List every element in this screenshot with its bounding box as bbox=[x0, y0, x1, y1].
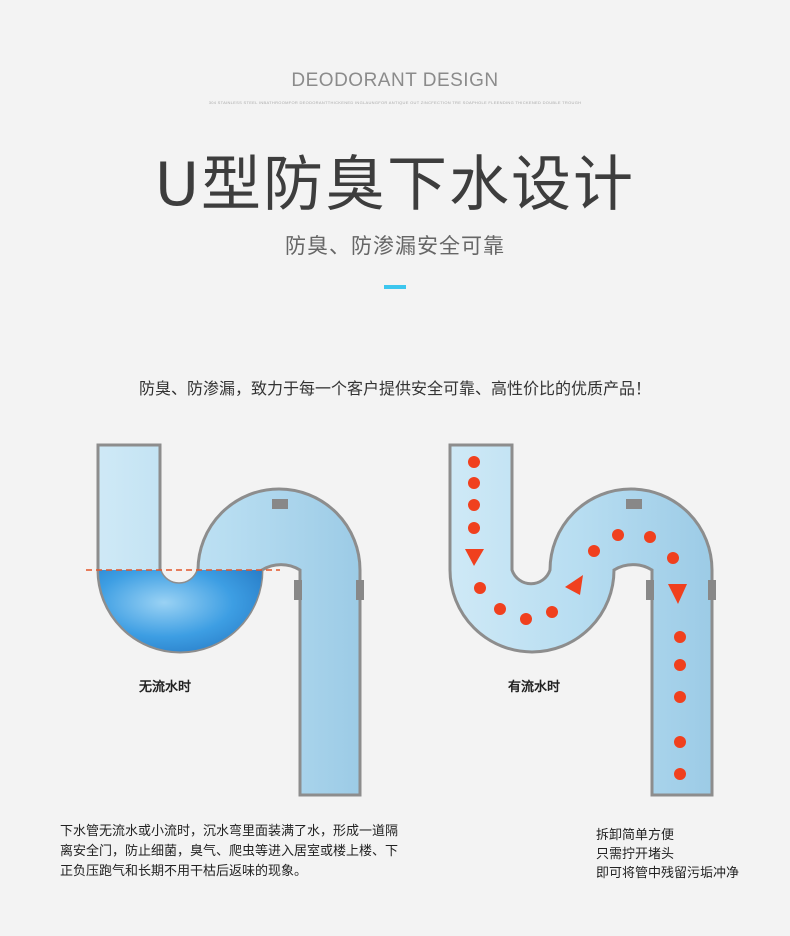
flow-dot bbox=[468, 499, 480, 511]
flow-dot bbox=[612, 529, 624, 541]
flow-dot bbox=[520, 613, 532, 625]
flow-dot bbox=[468, 477, 480, 489]
flow-dot bbox=[674, 691, 686, 703]
left-caption: 无流水时 bbox=[139, 680, 192, 695]
flow-dot bbox=[588, 545, 600, 557]
flow-dot bbox=[674, 768, 686, 780]
left-description: 下水管无流水或小流时，沉水弯里面装满了水，形成一道隔离安全门，防止细菌，臭气、爬… bbox=[60, 824, 399, 879]
flow-dot bbox=[468, 456, 480, 468]
main-title: U型防臭下水设计 bbox=[155, 150, 635, 220]
flow-arrow-icon bbox=[465, 549, 484, 566]
flow-indicators bbox=[465, 456, 687, 780]
right-description-line: 只需拧开堵头 bbox=[596, 847, 675, 862]
flow-arrow-icon bbox=[565, 575, 583, 595]
right-description-line: 即可将管中残留污垢冲净 bbox=[596, 866, 740, 881]
flow-dot bbox=[674, 631, 686, 643]
flow-dot bbox=[546, 606, 558, 618]
right-description-line: 拆卸简单方便 bbox=[596, 828, 675, 843]
english-subtitle: 304 STAINLESS STEEL INBATHROOMFOR DEODOR… bbox=[208, 100, 582, 105]
right-description: 拆卸简单方便 只需拧开堵头 即可将管中残留污垢冲净 bbox=[596, 826, 786, 883]
accent-divider bbox=[384, 285, 406, 289]
left-trap bbox=[86, 443, 364, 797]
flow-dot bbox=[474, 582, 486, 594]
right-caption: 有流水时 bbox=[508, 680, 561, 695]
tagline: 防臭、防渗漏，致力于每一个客户提供安全可靠、高性价比的优质产品！ bbox=[138, 379, 651, 398]
flow-dot bbox=[468, 522, 480, 534]
flow-arrow-icon bbox=[668, 584, 687, 604]
flow-dot bbox=[494, 603, 506, 615]
trapped-water bbox=[99, 570, 262, 652]
english-title: DEODORANT DESIGN bbox=[291, 70, 499, 91]
flow-dot bbox=[674, 659, 686, 671]
sub-title: 防臭、防渗漏安全可靠 bbox=[285, 234, 505, 258]
flow-dot bbox=[644, 531, 656, 543]
cleanout-cap bbox=[272, 499, 288, 509]
flow-dot bbox=[674, 736, 686, 748]
flow-dot bbox=[667, 552, 679, 564]
